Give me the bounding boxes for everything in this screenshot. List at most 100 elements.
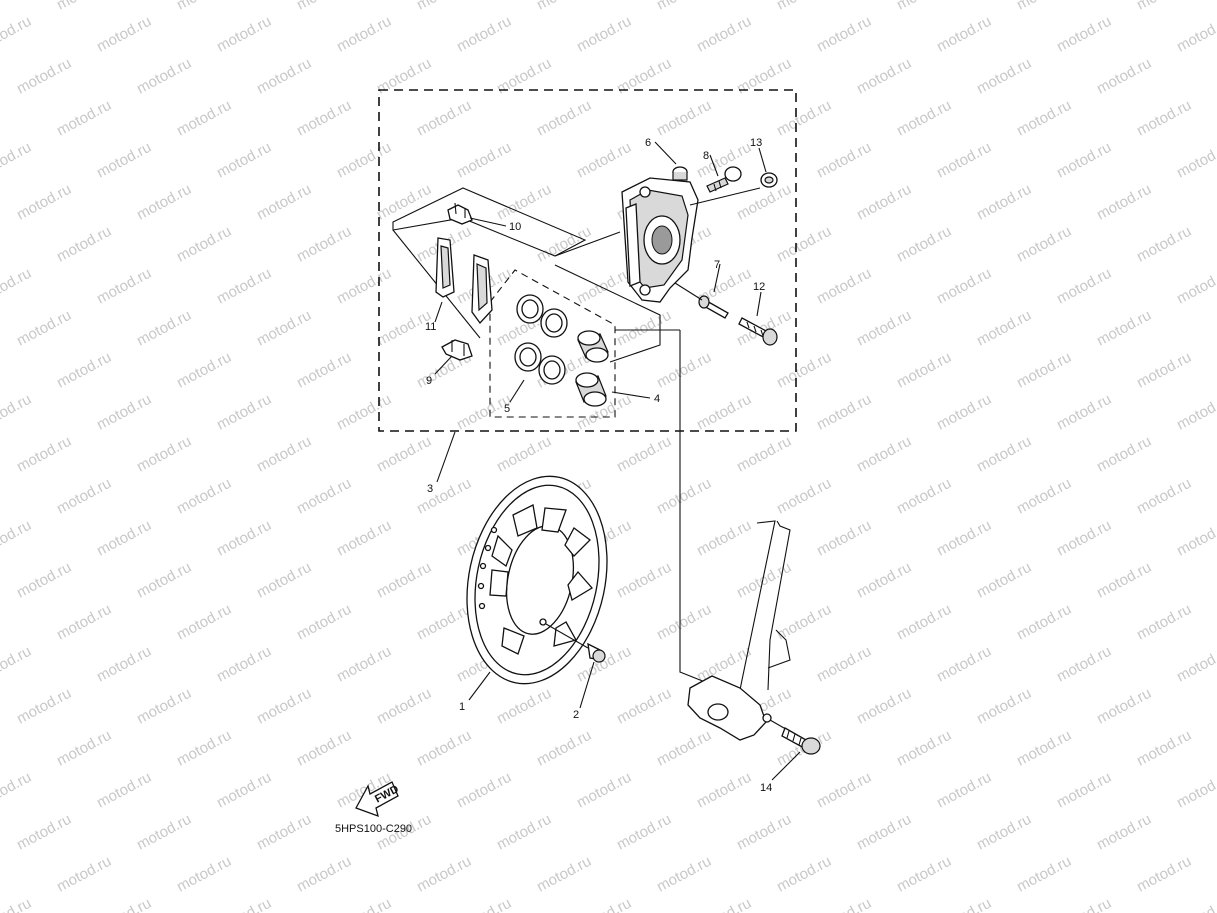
watermark-text: motod.ru	[534, 0, 594, 14]
watermark-text: motod.ru	[334, 13, 394, 56]
watermark-text: motod.ru	[494, 811, 554, 854]
brake-pad-left	[435, 237, 455, 298]
watermark-text: motod.ru	[54, 349, 114, 392]
watermark-text: motod.ru	[174, 853, 234, 896]
watermark-text: motod.ru	[1174, 895, 1217, 913]
watermark-text: motod.ru	[1054, 643, 1114, 686]
watermark-text: motod.ru	[1014, 349, 1074, 392]
piston-seal-set	[514, 294, 568, 385]
watermark-text: motod.ru	[374, 433, 434, 476]
disc-bolt-guide	[545, 623, 589, 649]
watermark-text: motod.ru	[574, 13, 634, 56]
watermark-text: motod.ru	[254, 433, 314, 476]
watermark-text: motod.ru	[134, 559, 194, 602]
watermark-text: motod.ru	[774, 223, 834, 266]
watermark-text: motod.ru	[654, 853, 714, 896]
watermark-text: motod.ru	[1134, 853, 1194, 896]
watermark-text: motod.ru	[0, 139, 34, 182]
watermark-text: motod.ru	[294, 853, 354, 896]
watermark-text: motod.ru	[1014, 223, 1074, 266]
watermark-text: motod.ru	[854, 307, 914, 350]
pad-clip-lower	[441, 339, 473, 361]
watermark-text: motod.ru	[414, 601, 474, 644]
watermark-text: motod.ru	[1054, 13, 1114, 56]
watermark-text: motod.ru	[494, 181, 554, 224]
watermark-text: motod.ru	[1134, 0, 1194, 14]
watermark-text: motod.ru	[94, 391, 154, 434]
caliper-mount-bolt	[738, 317, 778, 346]
seal-kit-outline	[489, 269, 616, 418]
watermark-text: motod.ru	[334, 643, 394, 686]
watermark-text: motod.ru	[14, 685, 74, 728]
watermark-text: motod.ru	[774, 853, 834, 896]
callout-4: 4	[654, 393, 660, 405]
watermark-text: motod.ru	[894, 97, 954, 140]
watermark-text: motod.ru	[774, 349, 834, 392]
banjo-union-bolt	[706, 166, 742, 193]
watermark-text: motod.ru	[334, 265, 394, 308]
bleed-cap	[760, 172, 778, 188]
watermark-text: motod.ru	[894, 601, 954, 644]
watermark-text: motod.ru	[654, 349, 714, 392]
watermark-text: motod.ru	[214, 265, 274, 308]
watermark-text: motod.ru	[974, 433, 1034, 476]
watermark-text: motod.ru	[934, 643, 994, 686]
caliper-piston-upper	[577, 330, 609, 363]
watermark-text: motod.ru	[174, 0, 234, 14]
watermark-text: motod.ru	[1134, 97, 1194, 140]
watermark-text: motod.ru	[94, 13, 154, 56]
watermark-text: motod.ru	[414, 0, 474, 14]
watermark-text: motod.ru	[94, 769, 154, 812]
watermark-text: motod.ru	[294, 223, 354, 266]
watermark-text: motod.ru	[1094, 685, 1154, 728]
watermark-text: motod.ru	[134, 811, 194, 854]
watermark-text: motod.ru	[134, 55, 194, 98]
watermark-text: motod.ru	[454, 13, 514, 56]
watermark-text: motod.ru	[494, 433, 554, 476]
watermark-text: motod.ru	[334, 139, 394, 182]
watermark-text: motod.ru	[94, 265, 154, 308]
watermark-text: motod.ru	[694, 13, 754, 56]
watermark-text: motod.ru	[1174, 139, 1217, 182]
callout-7: 7	[714, 259, 720, 271]
watermark-text: motod.ru	[1174, 769, 1217, 812]
watermark-text: motod.ru	[614, 55, 674, 98]
watermark-text: motod.ru	[1094, 307, 1154, 350]
watermark-text: motod.ru	[774, 0, 834, 14]
watermark-text: motod.ru	[254, 811, 314, 854]
watermark-text: motod.ru	[1094, 811, 1154, 854]
watermark-text: motod.ru	[374, 55, 434, 98]
watermark-text: motod.ru	[94, 139, 154, 182]
watermark-text: motod.ru	[0, 265, 34, 308]
caliper-slide-pin	[674, 282, 729, 319]
watermark-text: motod.ru	[694, 391, 754, 434]
watermark-text: motod.ru	[814, 265, 874, 308]
watermark-text: motod.ru	[54, 727, 114, 770]
watermark-text: motod.ru	[894, 853, 954, 896]
watermark-text: motod.ru	[854, 181, 914, 224]
watermark-text: motod.ru	[254, 55, 314, 98]
watermark-text: motod.ru	[1014, 0, 1074, 14]
watermark-text: motod.ru	[454, 895, 514, 913]
watermark-text: motod.ru	[1054, 265, 1114, 308]
watermark-text: motod.ru	[0, 895, 34, 913]
watermark-text: motod.ru	[494, 55, 554, 98]
watermark-text: motod.ru	[14, 433, 74, 476]
watermark-text: motod.ru	[294, 475, 354, 518]
watermark-text: motod.ru	[1014, 853, 1074, 896]
watermark-text: motod.ru	[134, 181, 194, 224]
watermark-text: motod.ru	[1014, 727, 1074, 770]
watermark-text: motod.ru	[294, 349, 354, 392]
watermark-text: motod.ru	[414, 727, 474, 770]
watermark-text: motod.ru	[174, 727, 234, 770]
watermark-text: motod.ru	[1134, 223, 1194, 266]
guide-line-bracket	[679, 330, 706, 683]
watermark-text: motod.ru	[14, 559, 74, 602]
watermark-text: motod.ru	[134, 433, 194, 476]
callout-8: 8	[703, 150, 709, 162]
watermark-text: motod.ru	[934, 517, 994, 560]
watermark-text: motod.ru	[54, 475, 114, 518]
watermark-text: motod.ru	[1054, 139, 1114, 182]
watermark-text: motod.ru	[454, 139, 514, 182]
